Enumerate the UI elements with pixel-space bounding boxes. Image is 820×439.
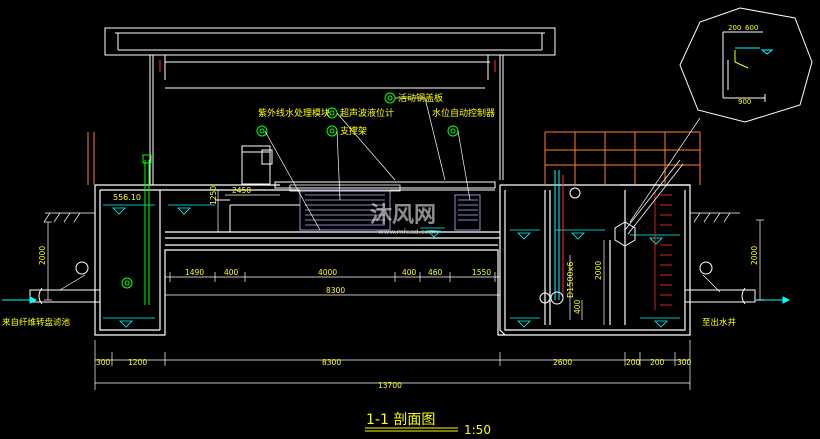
dim-13700: 13700: [378, 381, 402, 390]
dim-2000-left: 2000: [38, 246, 47, 265]
dimension-labels: 2450 1250 2000 1490 400 4000 400 460 155…: [38, 24, 759, 390]
dim-300-right: 300: [677, 358, 692, 367]
dim-2600: 2600: [553, 358, 572, 367]
title-underline: [365, 427, 458, 432]
dim-2000-mid: 2000: [594, 261, 603, 280]
flow-arrows: [2, 296, 791, 304]
detail-dim-200: 200: [728, 24, 741, 32]
label-uv-module: 紫外线水处理模块: [258, 107, 330, 119]
label-level-controller: 水位自动控制器: [432, 107, 495, 119]
watermark: 沐风网: [370, 203, 436, 228]
leader-lines: [59, 97, 721, 293]
dimension-lines: [44, 190, 764, 390]
drawing-title: 1-1 剖面图: [366, 412, 435, 428]
dim-8300-bottom: 8300: [322, 358, 341, 367]
detail-dim-900: 900: [738, 98, 751, 106]
label-stainless-cover: 活动钢盖板: [398, 92, 443, 104]
label-inlet: 来自纤维转盘滤池: [2, 317, 71, 328]
label-ultrasonic-gauge: 超声波液位计: [340, 107, 394, 119]
right-railing: [544, 131, 701, 185]
dim-400a: 400: [224, 268, 239, 277]
drawing-scale: 1:50: [464, 423, 491, 437]
diagonal-stair: [624, 159, 684, 235]
dim-2000-right: 2000: [750, 246, 759, 265]
dim-1250: 1250: [209, 186, 218, 205]
uv-module: [289, 184, 481, 231]
dim-200a: 200: [626, 358, 641, 367]
label-water-level: 556.10: [113, 193, 141, 202]
roof: [104, 27, 556, 185]
detail-callout: [679, 7, 813, 123]
label-pipe: D1500x6: [566, 262, 575, 298]
watermark-url: www.mfcad.com: [378, 228, 436, 236]
dim-4000: 4000: [318, 268, 337, 277]
dim-2450: 2450: [232, 186, 251, 195]
dim-1200: 1200: [128, 358, 147, 367]
annotation-labels: 紫外线水处理模块 超声波液位计 活动钢盖板 水位自动控制器 支撑架 556.10…: [2, 92, 736, 437]
pipes: [29, 154, 756, 305]
dim-400b: 400: [402, 268, 417, 277]
dim-460: 460: [428, 268, 443, 277]
dim-1550: 1550: [472, 268, 491, 277]
label-outlet: 至出水井: [702, 317, 736, 328]
control-cabinet: [241, 145, 273, 185]
dim-300-left: 300: [96, 358, 111, 367]
ladder: [654, 190, 672, 310]
label-support-frame: 支撑架: [340, 125, 367, 137]
dim-400-vert: 400: [573, 299, 582, 314]
water-levels: [103, 204, 680, 328]
ground-hatch: [43, 212, 740, 223]
dim-1490: 1490: [185, 268, 204, 277]
dim-8300-inner: 8300: [326, 286, 345, 295]
instrument-markers: [75, 92, 713, 304]
left-railing: [87, 132, 95, 185]
detail-dim-600: 600: [745, 24, 758, 32]
tank-walls: [94, 184, 691, 336]
dim-200b: 200: [650, 358, 665, 367]
